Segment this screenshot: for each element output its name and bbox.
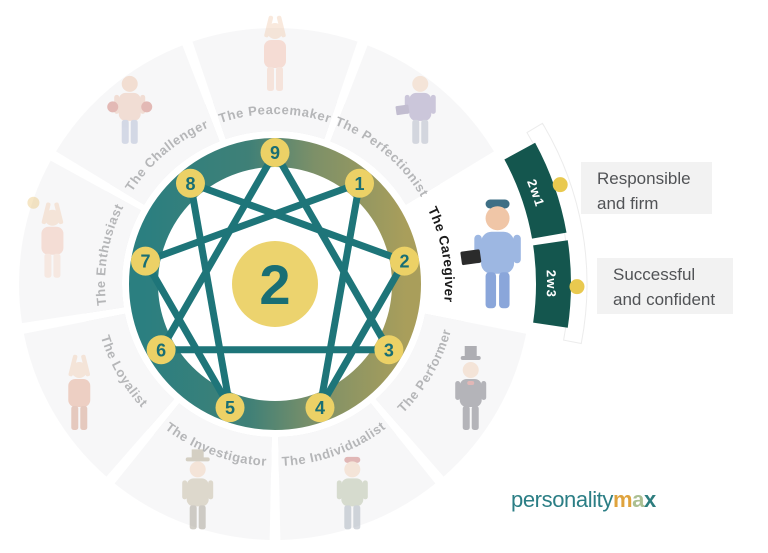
node-number-2: 2	[399, 252, 409, 272]
segment-the-peacemaker	[192, 28, 358, 140]
segment-the-challenger	[56, 45, 220, 205]
description-line: Responsible	[597, 169, 691, 188]
description-line: and confident	[613, 290, 716, 309]
character-boxer	[107, 75, 153, 144]
segment-the-enthusiast	[19, 160, 141, 324]
node-number-6: 6	[156, 340, 166, 360]
line-1-4	[316, 182, 363, 409]
logo-text-personality: personality	[511, 487, 613, 512]
character-cheerleader	[27, 196, 64, 278]
segment-the-performer	[375, 313, 527, 477]
character-yoga-person	[264, 15, 286, 91]
wing-arc-2w3	[533, 240, 572, 328]
node-circle-6	[146, 335, 176, 365]
node-number-3: 3	[384, 340, 394, 360]
character-artist	[336, 456, 368, 530]
line-2-8	[189, 179, 406, 265]
logo-text-a: a	[632, 487, 645, 512]
node-circle-7	[130, 246, 160, 276]
character-nurse	[460, 199, 521, 309]
wing-arc-2w1	[504, 142, 567, 239]
node-number-5: 5	[225, 398, 235, 418]
node-circle-8	[175, 168, 205, 198]
node-circle-3	[374, 335, 404, 365]
logo-text-x: x	[644, 487, 656, 512]
node-number-8: 8	[185, 174, 195, 194]
enneagram-lines	[142, 150, 408, 410]
node-circle-9	[260, 138, 290, 167]
node-number-7: 7	[140, 252, 150, 272]
wing-label-2w3: 2w3	[544, 270, 559, 299]
node-circle-2	[390, 246, 420, 276]
personalitymax-logo: personalitymax	[511, 487, 656, 513]
node-number-4: 4	[315, 398, 325, 418]
character-man-with-tablet	[395, 75, 436, 144]
line-5-7	[142, 259, 234, 410]
character-showman-top-hat	[455, 346, 487, 430]
node-circle-4	[305, 393, 335, 423]
segment-the-investigator	[114, 403, 272, 540]
description-line: Successful	[613, 265, 696, 284]
logo-text-m: m	[613, 487, 633, 512]
center-number: 2	[259, 253, 290, 316]
wing-dot-2w1	[552, 177, 568, 193]
segment-the-individualist	[278, 403, 436, 540]
enneagram-nodes: 9 1 2 3 4 5 6 7 8	[130, 138, 420, 423]
wing-dot-2w3	[569, 279, 585, 295]
characters-group	[27, 15, 521, 530]
character-detective	[182, 449, 214, 530]
node-circle-5	[215, 393, 245, 423]
line-8-5	[187, 182, 234, 409]
center-circle	[232, 241, 318, 327]
description-line: and firm	[597, 194, 659, 213]
segment-the-loyalist	[23, 313, 175, 477]
wing-description-box-2w3: Successful and confident	[597, 258, 733, 314]
line-7-1	[144, 179, 361, 265]
wing-description-box-2w1: Responsible and firm	[581, 162, 712, 214]
line-4-2	[316, 259, 408, 410]
segment-the-perfectionist	[330, 45, 494, 205]
node-number-9: 9	[270, 143, 280, 163]
node-number-1: 1	[355, 174, 365, 194]
node-circle-1	[345, 168, 375, 198]
character-cheering-fan	[68, 354, 91, 430]
